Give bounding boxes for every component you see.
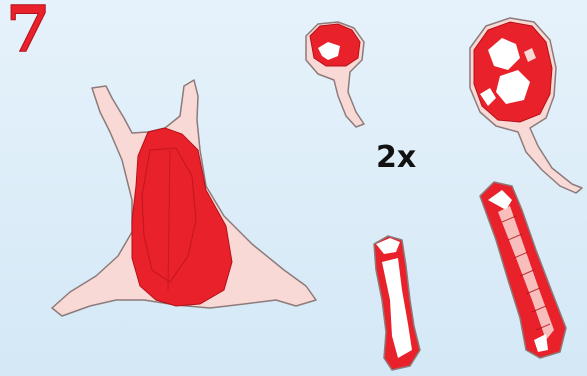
bone-piece-icon xyxy=(374,236,420,370)
pork-carcass-loin-icon xyxy=(52,80,316,316)
rib-strip-icon xyxy=(480,182,566,358)
shank-small-icon xyxy=(306,22,364,127)
ham-leg-icon xyxy=(470,18,582,193)
